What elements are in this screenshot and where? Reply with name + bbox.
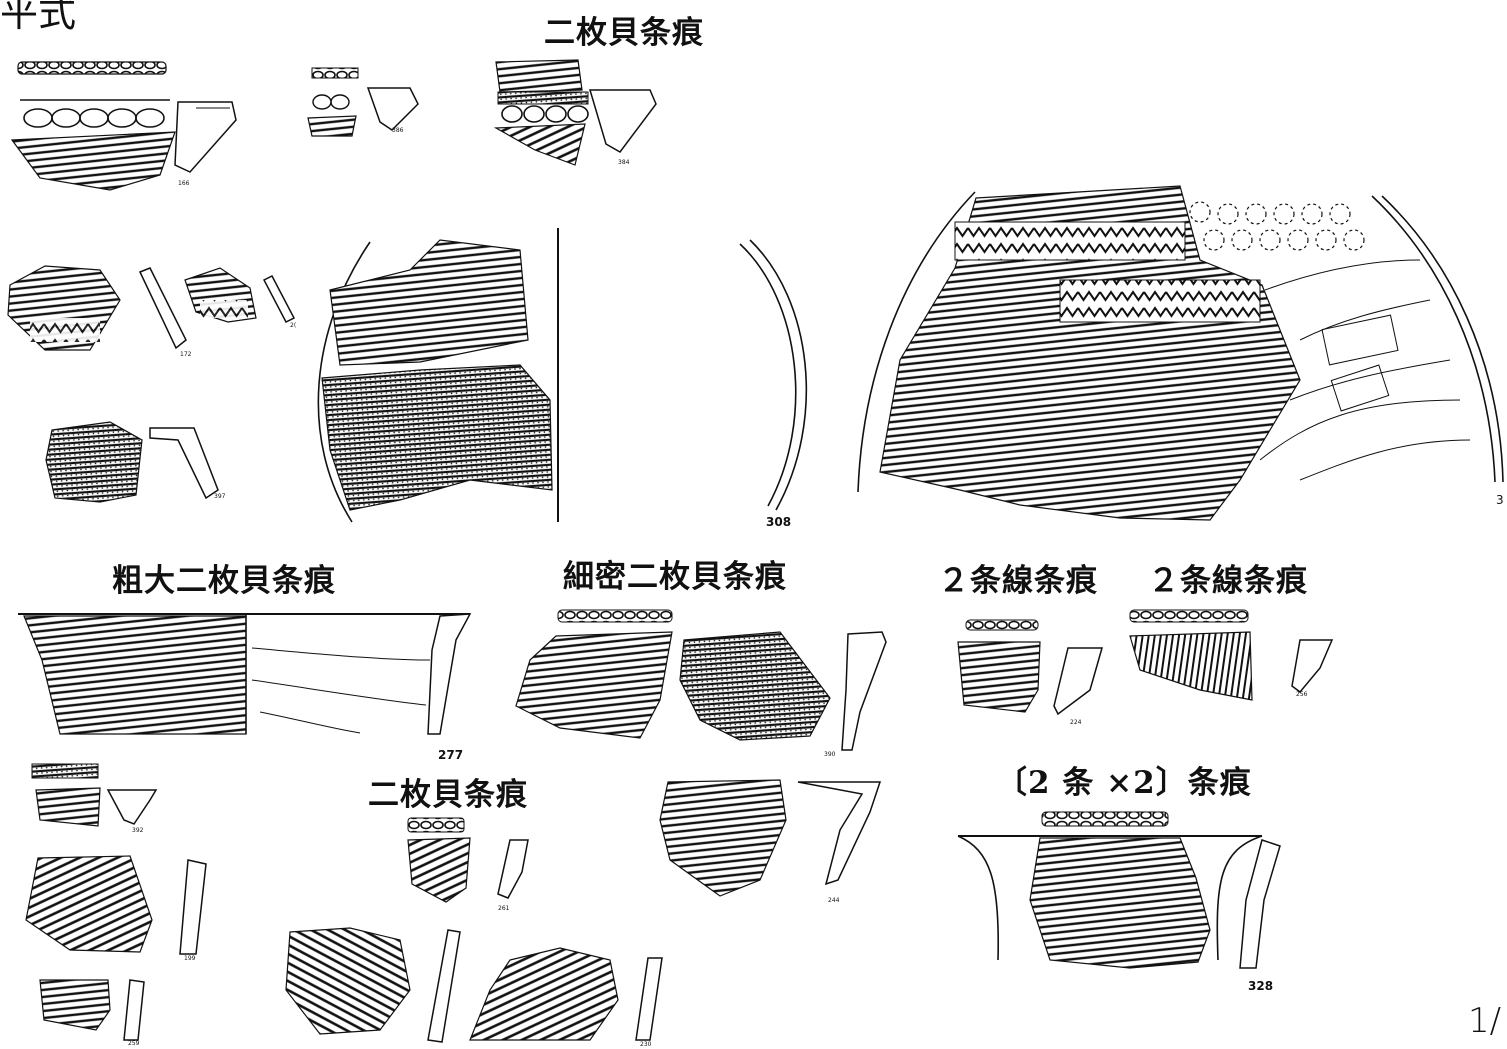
page-title: 平式 <box>0 0 77 35</box>
sherd-2x <box>184 267 296 323</box>
label-fine: 細密二枚貝条痕 <box>563 559 787 595</box>
fig-number: 2( <box>290 322 297 329</box>
fig-number: 3 <box>1496 493 1504 507</box>
label-double: 〔2 条 ×2〕条痕 <box>996 765 1252 801</box>
fig-number: 172 <box>180 351 192 358</box>
fig-number: 261 <box>498 905 510 912</box>
page-number: 1/ <box>1468 1001 1502 1041</box>
fig-number: 244 <box>828 897 840 904</box>
vessel-277 <box>18 613 472 735</box>
sherd-256 <box>1129 609 1334 701</box>
sherd-390 <box>515 609 887 751</box>
sherd-392 <box>31 763 158 827</box>
fig-number: 308 <box>766 515 792 529</box>
fig-number: 166 <box>178 180 190 187</box>
sherd-166 <box>10 61 237 191</box>
label-two-line-b: ２条線条痕 <box>1148 563 1308 599</box>
vessel-308 <box>317 228 808 523</box>
fig-number: 256 <box>1296 691 1308 698</box>
label-middle: 二枚貝条痕 <box>368 777 528 813</box>
label-top-header: 二枚貝条痕 <box>544 15 704 51</box>
fig-number: 384 <box>618 159 630 166</box>
fig-number: 328 <box>1248 979 1274 993</box>
sherd-244 <box>659 779 882 897</box>
fig-number: 392 <box>132 827 144 834</box>
fig-number: 386 <box>392 127 404 134</box>
sherd-259 <box>39 979 145 1041</box>
fig-number: 224 <box>1070 719 1082 726</box>
fig-number: 199 <box>184 955 196 962</box>
sherd-386 <box>307 67 419 137</box>
vessel-328 <box>957 811 1281 969</box>
sherd-397 <box>45 421 219 503</box>
vessel-3 <box>857 185 1504 521</box>
fig-number: 397 <box>214 493 226 500</box>
sherd-224 <box>957 619 1103 716</box>
fig-number: 277 <box>438 748 464 762</box>
fig-number: 230 <box>640 1041 652 1048</box>
sherd-230 <box>469 947 663 1041</box>
sherd-261 <box>407 817 529 903</box>
sherd-172 <box>7 265 187 351</box>
sherd-199 <box>25 855 207 955</box>
sherd-384 <box>493 59 657 166</box>
sherd-herringbone <box>285 927 461 1043</box>
fig-number: 259 <box>128 1040 140 1047</box>
label-two-line-a: ２条線条痕 <box>938 563 1098 599</box>
label-coarse: 粗大二枚貝条痕 <box>112 563 336 599</box>
fig-number: 390 <box>824 751 836 758</box>
